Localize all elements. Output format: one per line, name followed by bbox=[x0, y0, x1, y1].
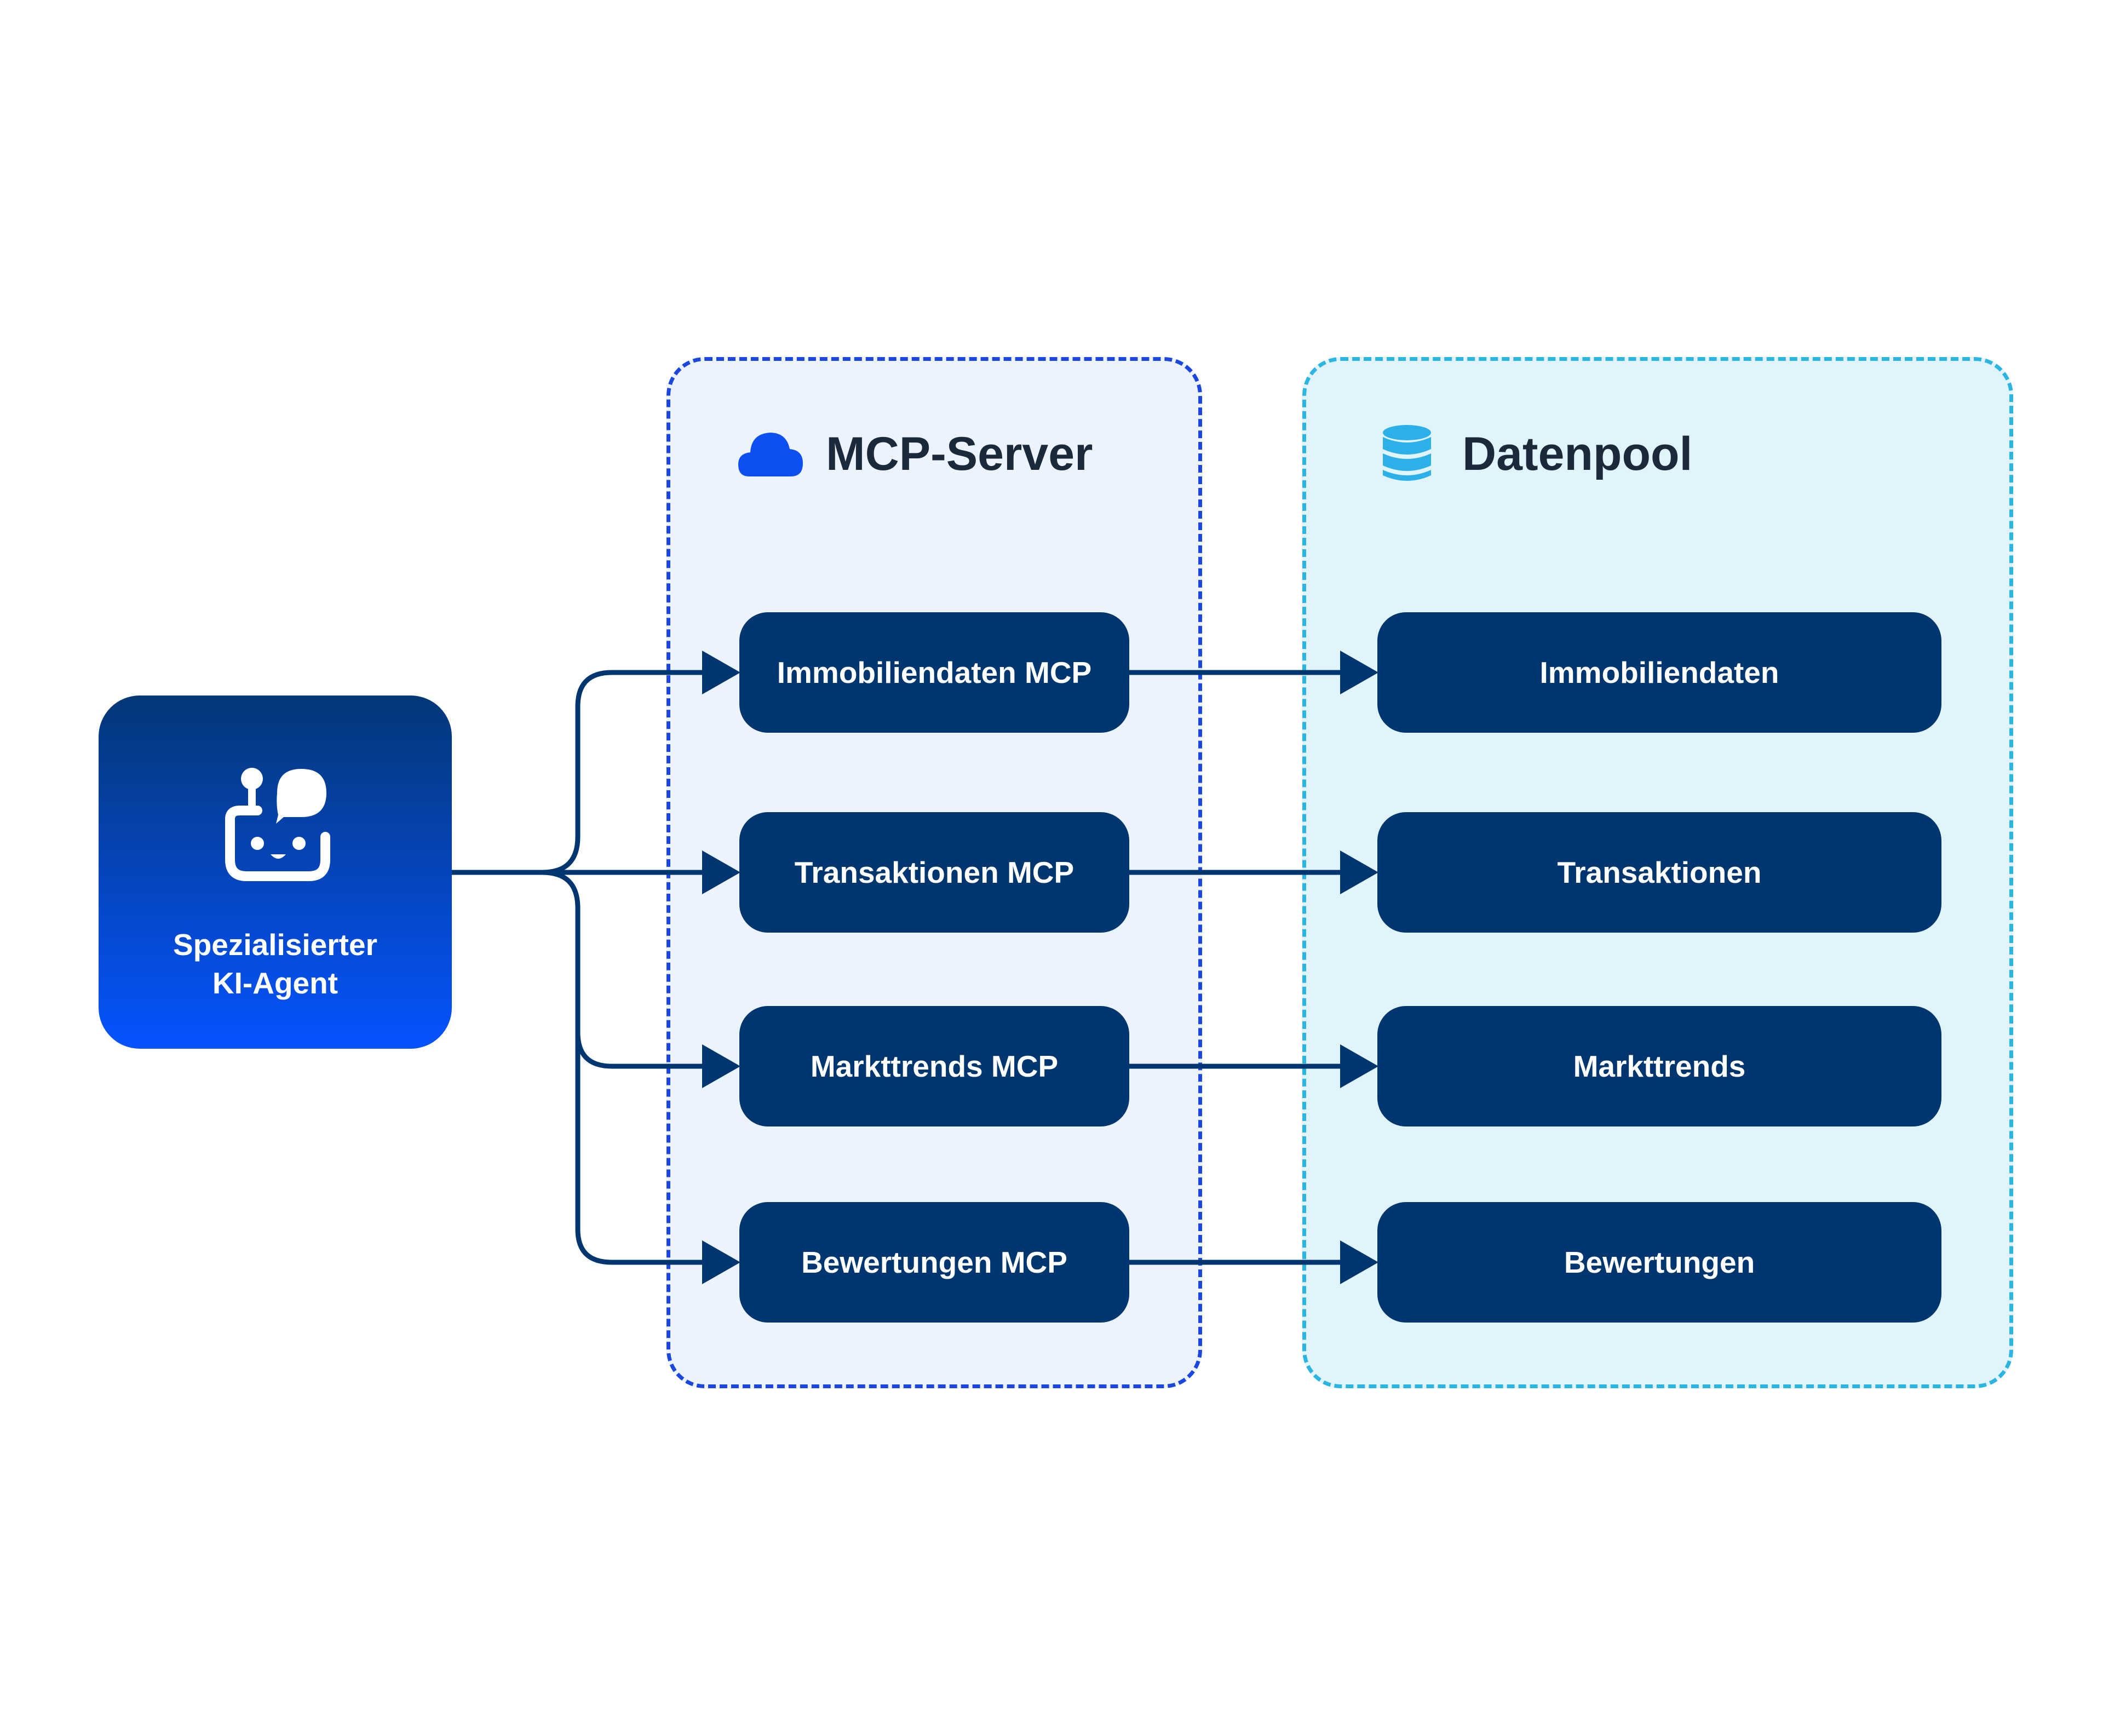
mcp-node-label: Markttrends MCP bbox=[810, 1049, 1059, 1083]
ki-agent-node: Spezialisierter KI-Agent bbox=[99, 695, 452, 1049]
arrowhead-8 bbox=[1340, 1240, 1378, 1284]
datenpool-header: Datenpool bbox=[1375, 422, 1692, 486]
robot-chat-icon bbox=[219, 767, 334, 882]
mcp-node-bewertungen: Bewertungen MCP bbox=[739, 1202, 1129, 1323]
arrowhead-3 bbox=[702, 1044, 740, 1088]
pool-node-label: Transaktionen bbox=[1557, 855, 1762, 889]
branch-line-3 bbox=[539, 870, 709, 1069]
arrowhead-2 bbox=[702, 850, 740, 894]
database-icon bbox=[1375, 422, 1439, 486]
ki-agent-label-line2: KI-Agent bbox=[212, 966, 338, 1000]
mcp-server-header: MCP-Server bbox=[738, 422, 1093, 486]
pool-node-immobiliendaten: Immobiliendaten bbox=[1377, 612, 1941, 733]
mcp-server-title: MCP-Server bbox=[826, 427, 1093, 480]
datenpool-title: Datenpool bbox=[1462, 427, 1693, 480]
mcp-node-markttrends: Markttrends MCP bbox=[739, 1006, 1129, 1126]
mcp-node-transaktionen: Transaktionen MCP bbox=[739, 812, 1129, 933]
branch-line-1 bbox=[539, 670, 709, 875]
mcp-node-immobiliendaten: Immobiliendaten MCP bbox=[739, 612, 1129, 733]
arrowhead-6 bbox=[1340, 850, 1378, 894]
mcp-node-label: Bewertungen MCP bbox=[801, 1245, 1067, 1279]
ki-agent-label-line1: Spezialisierter bbox=[173, 928, 377, 962]
arrowhead-4 bbox=[702, 1240, 740, 1284]
cloud-icon bbox=[738, 422, 803, 486]
ki-agent-label: Spezialisierter KI-Agent bbox=[99, 926, 452, 1002]
pool-node-label: Markttrends bbox=[1573, 1049, 1746, 1083]
pool-node-label: Immobiliendaten bbox=[1539, 656, 1779, 689]
arrowhead-1 bbox=[702, 651, 740, 694]
mcp-node-label: Transaktionen MCP bbox=[794, 855, 1075, 889]
pool-node-bewertungen: Bewertungen bbox=[1377, 1202, 1941, 1323]
pool-node-transaktionen: Transaktionen bbox=[1377, 812, 1941, 933]
arrowhead-7 bbox=[1340, 1044, 1378, 1088]
mcp-node-label: Immobiliendaten MCP bbox=[777, 656, 1092, 689]
arrowhead-5 bbox=[1340, 651, 1378, 694]
branch-line-4 bbox=[575, 1030, 709, 1265]
pool-node-label: Bewertungen bbox=[1564, 1245, 1755, 1279]
pool-node-markttrends: Markttrends bbox=[1377, 1006, 1941, 1126]
